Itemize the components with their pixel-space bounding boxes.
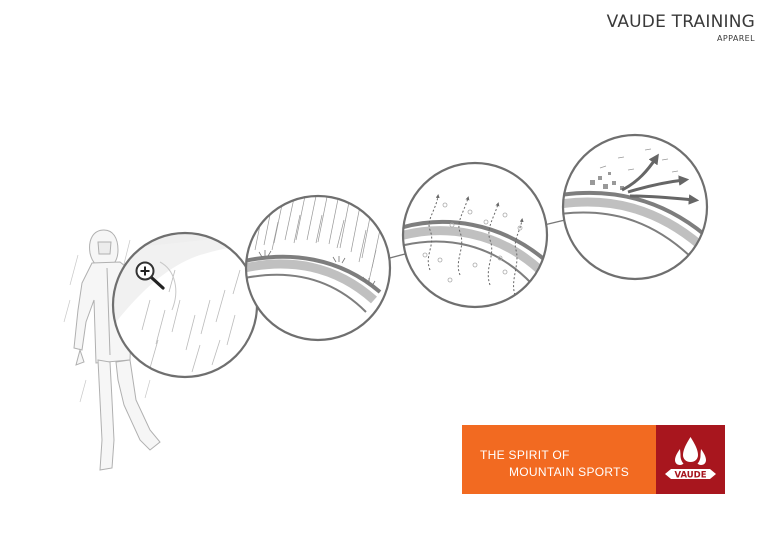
slogan-line-1: THE SPIRIT OF: [480, 448, 570, 462]
zoom-circle-fabric: [111, 231, 259, 379]
slogan-line-2: MOUNTAIN SPORTS: [509, 465, 630, 479]
vapor-arrow-icon: [427, 194, 524, 296]
brand-banner: THE SPIRIT OF MOUNTAIN SPORTS VAUDE: [462, 425, 725, 494]
logo-text: VAUDE: [674, 470, 706, 480]
wind-arrow-icon: [621, 153, 700, 205]
brand-slogan: THE SPIRIT OF MOUNTAIN SPORTS: [462, 425, 656, 494]
zoom-circle-rain: [244, 194, 392, 342]
magnifier-plus-icon: [135, 261, 165, 290]
zoom-circle-windproof: [561, 133, 709, 281]
header: VAUDE TRAINING APPAREL: [607, 12, 755, 43]
page-title: VAUDE TRAINING: [606, 12, 755, 32]
vaude-logo: VAUDE: [656, 425, 725, 494]
page-subtitle: APPAREL: [717, 34, 755, 43]
zoom-circle-breathability: [401, 161, 549, 309]
